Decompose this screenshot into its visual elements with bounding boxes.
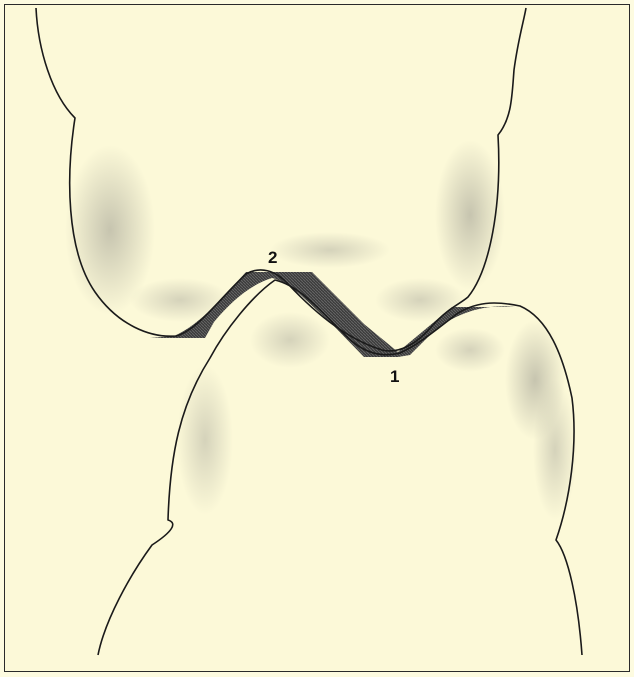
upper-tooth-shading <box>65 140 505 322</box>
point-label-1: 1 <box>390 367 399 386</box>
point-label-2: 2 <box>268 248 277 267</box>
